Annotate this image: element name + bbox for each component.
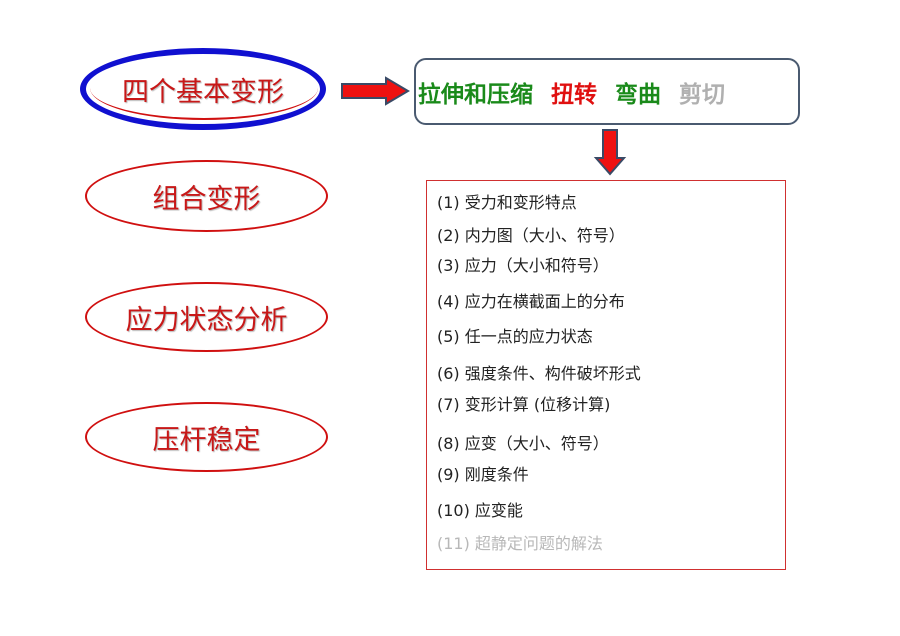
list-item: (4) 应力在横截面上的分布 — [437, 292, 625, 311]
list-item: (3) 应力（大小和符号） — [437, 256, 609, 275]
topic-combined-deformation: 组合变形 — [85, 160, 328, 232]
basic-deformations-box: 拉伸和压缩 扭转 弯曲 剪切 — [414, 58, 800, 125]
deformation-bending: 弯曲 — [615, 81, 661, 108]
topic-column-stability: 压杆稳定 — [85, 402, 328, 472]
list-item: (8) 应变（大小、符号） — [437, 434, 609, 453]
list-item: (6) 强度条件、构件破坏形式 — [437, 364, 641, 383]
deformation-torsion: 扭转 — [551, 81, 597, 108]
topic-four-basic-deformations: 四个基本变形 — [80, 48, 326, 130]
study-items-list: (1) 受力和变形特点 (2) 内力图（大小、符号） (3) 应力（大小和符号） (4… — [426, 180, 786, 570]
topic-stress-state-analysis: 应力状态分析 — [85, 282, 328, 352]
deformation-tension-compression: 拉伸和压缩 — [418, 81, 533, 108]
topic-label: 应力状态分析 — [125, 304, 288, 336]
deformation-shear: 剪切 — [679, 81, 725, 108]
right-arrow-icon — [341, 76, 410, 106]
list-item: (1) 受力和变形特点 — [437, 193, 577, 212]
list-item: (9) 刚度条件 — [437, 465, 529, 484]
topic-label: 组合变形 — [152, 183, 261, 215]
list-item: (10) 应变能 — [437, 501, 523, 520]
list-item: (2) 内力图（大小、符号） — [437, 226, 625, 245]
topic-label: 压杆稳定 — [152, 424, 261, 456]
inner-ellipse — [90, 56, 318, 120]
list-item: (11) 超静定问题的解法 — [437, 534, 603, 553]
list-item: (5) 任一点的应力状态 — [437, 327, 593, 346]
down-arrow-icon — [593, 129, 627, 176]
list-item: (7) 变形计算 (位移计算) — [437, 395, 611, 414]
